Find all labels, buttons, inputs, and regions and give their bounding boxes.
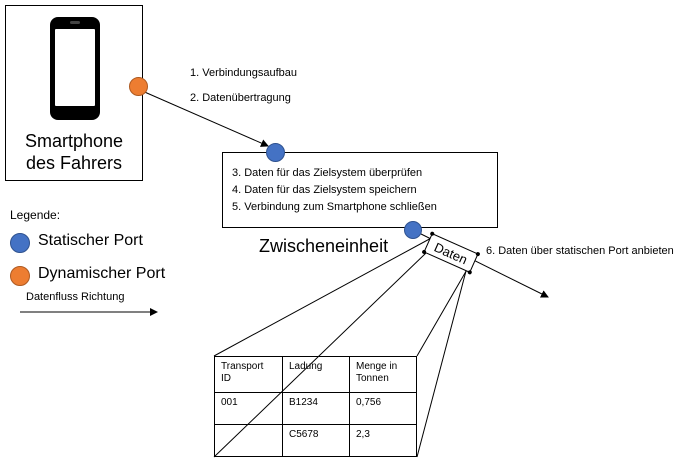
transport-data-table: Transport ID Ladung Menge in Tonnen 001 … <box>214 356 417 457</box>
legend-dynamic-port-dot <box>10 266 30 286</box>
table-header-cell: Ladung <box>282 356 350 393</box>
unit-static-port-bottom <box>404 221 422 239</box>
zoom-line-1 <box>213 235 436 357</box>
smartphone-icon <box>50 17 100 120</box>
table-cell: 0,756 <box>349 392 417 425</box>
smartphone-label-line1: Smartphone <box>24 131 124 151</box>
step-6-label: 6. Daten über statischen Port anbieten <box>486 245 674 257</box>
daten-tag: Daten <box>422 231 480 275</box>
legend-static-port-label: Statischer Port <box>38 232 143 249</box>
table-header-cell: Menge in Tonnen <box>349 356 417 393</box>
phone-dynamic-port <box>129 77 148 96</box>
table-header-cell: Transport ID <box>214 356 283 393</box>
table-cell <box>214 424 283 457</box>
legend-title: Legende: <box>10 208 61 222</box>
smartphone-label: Smartphone des Fahrers <box>6 130 142 174</box>
step-5-label: 5. Verbindung zum Smartphone schließen <box>232 201 437 213</box>
step-3-label: 3. Daten für das Zielsystem überprüfen <box>232 167 423 179</box>
step-4-label: 4. Daten für das Zielsystem speichern <box>232 184 417 196</box>
smartphone-box: Smartphone des Fahrers <box>5 5 143 181</box>
zoom-line-4 <box>416 270 467 458</box>
table-header-row: Transport ID Ladung Menge in Tonnen <box>214 356 417 393</box>
step-1-label: 1. Verbindungsaufbau <box>190 67 298 79</box>
legend-static-port-dot <box>10 233 30 253</box>
unit-static-port-top <box>266 143 285 162</box>
legend-dynamic-port-label: Dynamischer Port <box>38 265 166 282</box>
smartphone-label-line2: des Fahrers <box>25 153 123 173</box>
table-row: C5678 2,3 <box>214 424 417 457</box>
zwischeneinheit-box: 3. Daten für das Zielsystem überprüfen 4… <box>222 152 498 228</box>
table-cell: B1234 <box>282 392 350 425</box>
table-row: 001 B1234 0,756 <box>214 392 417 425</box>
zwischeneinheit-title: Zwischeneinheit <box>259 236 389 256</box>
legend-flow-direction-label: Datenfluss Richtung <box>26 291 125 303</box>
table-cell: 001 <box>214 392 283 425</box>
table-cell: C5678 <box>282 424 350 457</box>
step-2-label: 2. Datenübertragung <box>190 92 291 104</box>
flow-arrow-phone-to-unit <box>139 89 269 147</box>
table-cell: 2,3 <box>349 424 417 457</box>
